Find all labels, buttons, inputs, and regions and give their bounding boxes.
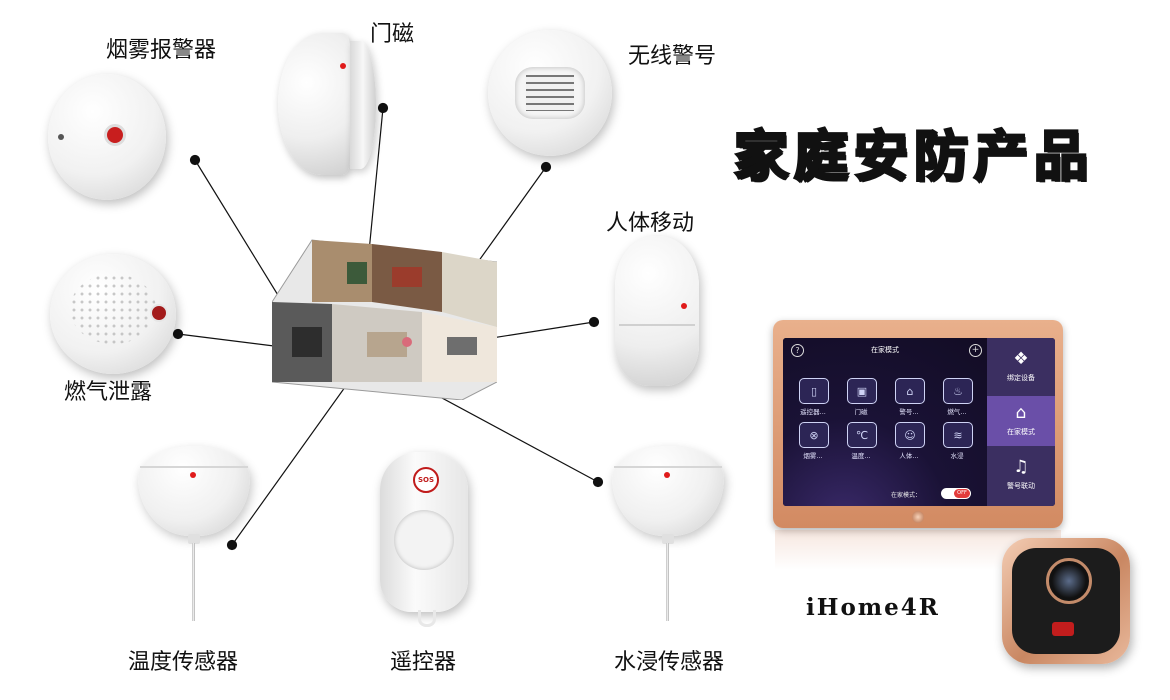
- peephole-camera-image: [1002, 538, 1130, 670]
- tile-label: 温度...: [851, 452, 871, 460]
- smoke-detector-image: [48, 74, 166, 200]
- tile-motion[interactable]: ☺: [895, 422, 925, 448]
- control-panel-tablet: ? 在家模式 + ▯ 遥控器... ▣ 门磁 ⌂ 警号... ♨ 燃气... ⊗…: [773, 320, 1063, 528]
- siren-image: [488, 30, 612, 156]
- plus-icon: +: [969, 344, 982, 357]
- panel-sidebar: ❖ 绑定设备 ⌂ 在家模式 ♫ 警号联动: [987, 338, 1055, 506]
- label-gas-detector: 燃气泄露: [64, 380, 153, 405]
- tile-gas[interactable]: ♨: [943, 378, 973, 404]
- brand-name: iHome4R: [806, 594, 940, 621]
- sos-button: SOS: [413, 467, 439, 493]
- panel-main: ? 在家模式 + ▯ 遥控器... ▣ 门磁 ⌂ 警号... ♨ 燃气... ⊗…: [783, 338, 987, 506]
- label-door-magnet: 门磁: [370, 22, 415, 47]
- floor-plan-model: [271, 232, 498, 401]
- motion-sensor-image: [615, 236, 699, 386]
- toggle-state: OFF: [954, 489, 970, 498]
- door-magnet-image: [278, 33, 378, 175]
- label-motion-sensor: 人体移动: [606, 211, 695, 236]
- tile-label: 遥控器...: [800, 408, 826, 416]
- tile-door[interactable]: ▣: [847, 378, 877, 404]
- page-title: 家庭安防产品: [733, 124, 1094, 190]
- water-sensor-image: [612, 446, 724, 621]
- tile-remote[interactable]: ▯: [799, 378, 829, 404]
- question-icon: ?: [791, 344, 804, 357]
- label-remote-control: 遥控器: [390, 650, 457, 675]
- gas-detector-image: [50, 254, 176, 374]
- side-alarm-link[interactable]: ♫ 警号联动: [1007, 457, 1035, 490]
- tile-label: 燃气...: [947, 408, 967, 416]
- bell-icon: ♫: [1013, 457, 1029, 477]
- tile-label: 烟雾...: [803, 452, 823, 460]
- label-temperature-sensor: 温度传感器: [128, 650, 239, 675]
- tile-label: 水浸: [950, 452, 964, 460]
- mode-toggle[interactable]: OFF: [941, 488, 971, 499]
- label-smoke-detector: 烟雾报警器: [106, 38, 217, 63]
- tile-label: 警号...: [899, 408, 919, 416]
- tile-temperature[interactable]: ℃: [847, 422, 877, 448]
- tile-siren[interactable]: ⌂: [895, 378, 925, 404]
- tile-smoke[interactable]: ⊗: [799, 422, 829, 448]
- side-home-mode[interactable]: ⌂ 在家模式: [987, 396, 1055, 446]
- home-person-icon: ⌂: [1015, 403, 1027, 423]
- home-button[interactable]: [912, 511, 924, 523]
- label-water-sensor: 水浸传感器: [614, 650, 725, 675]
- tile-water[interactable]: ≋: [943, 422, 973, 448]
- label-siren: 无线警号: [628, 44, 717, 69]
- panel-screen: ? 在家模式 + ▯ 遥控器... ▣ 门磁 ⌂ 警号... ♨ 燃气... ⊗…: [783, 338, 1055, 506]
- temperature-sensor-image: [138, 446, 250, 621]
- tile-label: 人体...: [899, 452, 919, 460]
- mode-toggle-label: 在家模式：: [891, 492, 922, 499]
- panel-header: 在家模式: [871, 346, 899, 354]
- diamond-grid-icon: ❖: [1013, 349, 1029, 369]
- side-bind-device[interactable]: ❖ 绑定设备: [1007, 349, 1035, 382]
- tile-label: 门磁: [854, 408, 868, 416]
- remote-control-image: SOS: [380, 452, 468, 627]
